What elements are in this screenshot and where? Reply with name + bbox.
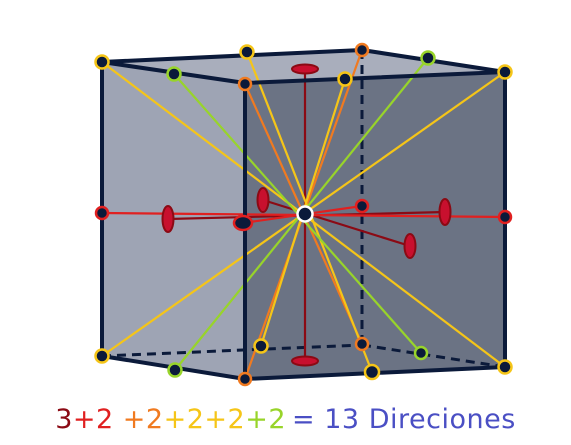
yellow-endpoint	[497, 359, 513, 375]
lime-endpoint	[413, 345, 429, 361]
lime-endpoint	[420, 50, 436, 66]
caption-part: +2	[245, 404, 287, 435]
yellow-endpoint	[363, 363, 381, 381]
lime-endpoint	[167, 362, 183, 378]
right-face-center	[438, 198, 452, 226]
yellow-endpoint	[94, 54, 110, 70]
caption-total: = 13 Direciones	[292, 404, 516, 435]
face-center-markers	[161, 63, 452, 367]
red-endpoint	[94, 205, 110, 221]
caption-part: +2	[163, 404, 205, 435]
orange-endpoint	[354, 42, 370, 58]
red-endpoint	[497, 209, 513, 225]
yellow-endpoint	[94, 348, 110, 364]
left-face-center	[161, 205, 175, 233]
caption-part: +2	[113, 404, 164, 435]
hidden-edges	[101, 50, 506, 369]
axis-depth	[262, 198, 411, 248]
orange-endpoint	[237, 76, 253, 92]
direction-endpoints	[94, 42, 513, 387]
caption: 3+2 +2+2+2+2= 13 Direciones	[0, 404, 571, 444]
yellow-endpoint	[497, 64, 513, 80]
orange-endpoint	[237, 371, 253, 387]
caption-part: +2	[72, 404, 114, 435]
yellow-endpoint	[239, 44, 255, 60]
orange-endpoint	[354, 336, 370, 352]
top-face-center	[291, 63, 319, 75]
front-face-center	[403, 233, 417, 259]
yellow-endpoint	[253, 338, 269, 354]
red-endpoint	[232, 214, 254, 232]
caption-part: +2	[204, 404, 246, 435]
cube-diagram	[94, 42, 513, 387]
bottom-face-center	[291, 355, 319, 367]
back-face-center	[256, 187, 270, 213]
red-endpoint	[354, 198, 370, 214]
yellow-endpoint	[337, 71, 353, 87]
caption-part: 3	[55, 404, 73, 435]
cube-front-face	[245, 72, 505, 379]
cube-center-point	[296, 205, 314, 223]
lime-endpoint	[166, 66, 182, 82]
